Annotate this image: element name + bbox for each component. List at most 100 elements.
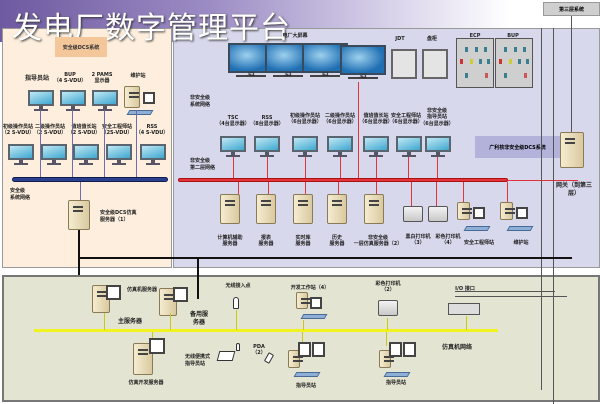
color-printer-label: 彩色打印机 （4） (435, 234, 461, 247)
server-label: 计算机辅助 服务器 (217, 235, 243, 248)
screen-tag: /63 (321, 72, 329, 77)
crt-icon (473, 207, 485, 219)
io-interface-icon (448, 303, 480, 315)
station-label: TSC （4台显示器） (216, 115, 250, 128)
connector-line (170, 313, 171, 330)
crt-icon (389, 342, 402, 357)
gz-nonsafety-dcs-label: 广利核非安全级DCS系统 (475, 136, 560, 158)
server-label: 非安全级 一层仿真服务器（2） (353, 235, 403, 248)
station-label: RSS （8台显示器） (250, 115, 284, 128)
dev-station-label: 开发工作站（4） (290, 285, 330, 291)
station-label: 安全工程师站 （6台显示器） (389, 113, 423, 126)
monitor-icon (425, 136, 451, 158)
station-label: 二级操作员站 （6台显示器） (323, 113, 357, 126)
monitor-icon (363, 136, 389, 158)
server-icon (220, 194, 240, 224)
server-icon (457, 202, 472, 220)
nonsafety-layer2-network-label: 非安全级 第二层网络 (190, 158, 216, 171)
server-icon (296, 292, 311, 309)
server-icon (293, 194, 313, 224)
screen-tag: /63 (247, 72, 255, 77)
safety-network-bus (12, 177, 168, 182)
keyboard-icon (506, 226, 534, 231)
wireless-ap-icon (233, 297, 239, 309)
monitor-icon (292, 136, 318, 158)
connector-line (305, 182, 306, 196)
server-icon (500, 202, 515, 220)
maintenance-station-label: 维护站 (513, 240, 529, 246)
connector-line (436, 182, 437, 206)
pams-label: 2 PAMS 显示器 (91, 72, 113, 85)
connector-line (72, 110, 73, 180)
big-screen-icon (340, 45, 386, 81)
connector-line (305, 157, 306, 179)
monitor-icon (41, 144, 67, 166)
monitor-icon (220, 136, 246, 158)
crt-icon (298, 342, 311, 357)
server-icon (364, 194, 384, 224)
bup-label: BUP （4 S-VDU） (53, 72, 87, 85)
monitor-icon (106, 144, 132, 166)
big-screen-label: 电厂大屏幕 (282, 33, 308, 39)
server-icon (159, 288, 177, 316)
monitor-icon (396, 136, 422, 158)
connector-line (236, 310, 237, 330)
connector-line (376, 182, 377, 196)
connector-line (267, 157, 268, 179)
connector-line (387, 318, 388, 330)
engineer-station-label: 安全工程师站 (463, 240, 495, 246)
crt-icon (173, 287, 188, 302)
gateway-border (553, 28, 554, 404)
control-cabinet-label: 盘柜 (426, 36, 438, 42)
station-label: 初级操作员站 （2 S-VDU） (1, 124, 35, 137)
main-server-label: 主服务器 (117, 318, 143, 325)
io-interface-label: I/O 接口 (455, 286, 475, 292)
connector-line (437, 157, 438, 179)
bup-panel-icon (495, 38, 533, 88)
crt-icon (516, 207, 528, 219)
server-icon (68, 200, 90, 230)
screen-tag: /63 (359, 74, 367, 79)
instructor-station-label: 指导员站 (295, 383, 317, 389)
backup-server-label: 备用服 务器 (189, 311, 209, 326)
keyboard-icon (383, 372, 411, 377)
keyboard-icon (300, 314, 328, 319)
wireless-ap-label: 无线接入点 (225, 283, 251, 289)
monitor-icon (8, 144, 34, 166)
bup-panel-label: BUP (507, 33, 519, 39)
station-label: 初级操作员站 （6台显示器） (288, 113, 322, 126)
connector-line (463, 182, 464, 202)
connector-line (104, 313, 105, 330)
monitor-icon (140, 144, 166, 166)
sim-server-label: 仿真机服务器 (126, 287, 158, 293)
big-screen-link (358, 82, 359, 179)
keyboard-icon (126, 110, 154, 115)
simulator-network-label: 仿真机网络 (441, 344, 473, 351)
server-label: 实时库 服务器 (295, 235, 311, 248)
antenna-icon (236, 343, 240, 351)
server-icon (124, 86, 140, 108)
monitor-icon (327, 136, 353, 158)
jdt-cabinet-icon (391, 49, 417, 79)
maintenance-station-label: 维护站 (130, 73, 146, 79)
monitor-icon (60, 90, 86, 112)
connector-line (386, 332, 387, 346)
connector-line (302, 332, 303, 346)
simulator-network-bus (34, 329, 498, 332)
station-label: RSS （4 S-VDU） (135, 124, 169, 137)
sim-dev-server-label: 仿真开发服务器 (128, 380, 164, 386)
third-layer-system: 第三层系统 (543, 2, 600, 16)
connector-line (408, 157, 409, 179)
server-icon (327, 194, 347, 224)
gateway-server-icon (560, 132, 584, 168)
monitor-icon (28, 90, 54, 112)
wireless-station-label: 无线便携式 指导员站 (185, 354, 211, 367)
connector-line (268, 182, 269, 196)
safety-dcs-label: 安全级DCS系统 (55, 37, 107, 57)
connector-line (507, 182, 508, 202)
ecp-label: ECP (469, 33, 481, 39)
connector-line (303, 320, 304, 330)
station-label: 二级操作员站 （2 S-VDU） (33, 124, 67, 137)
jdt-label: JDT (395, 36, 405, 42)
server-icon (256, 194, 276, 224)
